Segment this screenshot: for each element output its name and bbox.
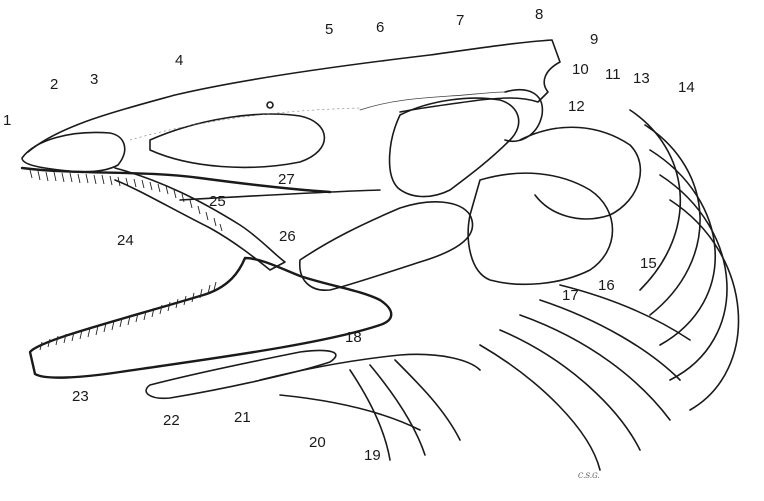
- label-7: 7: [456, 13, 464, 28]
- label-21: 21: [234, 410, 251, 425]
- label-20: 20: [309, 435, 326, 450]
- palatine-strut: [115, 168, 285, 270]
- label-4: 4: [175, 53, 183, 68]
- label-18: 18: [345, 330, 362, 345]
- label-8: 8: [535, 7, 543, 22]
- label-6: 6: [376, 20, 384, 35]
- label-11: 11: [605, 67, 621, 82]
- label-17: 17: [562, 288, 579, 303]
- label-15: 15: [640, 256, 657, 271]
- label-25: 25: [209, 194, 226, 209]
- label-2: 2: [50, 77, 58, 92]
- label-23: 23: [72, 389, 89, 404]
- upper-teeth: [30, 170, 222, 231]
- label-26: 26: [279, 229, 296, 244]
- label-5: 5: [325, 22, 333, 37]
- label-22: 22: [163, 413, 180, 428]
- urohyal: [280, 395, 420, 430]
- ceratohyal: [260, 354, 480, 380]
- label-19: 19: [364, 448, 381, 463]
- label-9: 9: [590, 32, 598, 47]
- label-3: 3: [90, 72, 98, 87]
- dentary-outline: [30, 258, 391, 378]
- orbit-outline: [150, 114, 324, 167]
- label-16: 16: [598, 278, 615, 293]
- label-12: 12: [568, 99, 585, 114]
- angular-bone: [146, 350, 336, 398]
- premaxilla-outline: [22, 132, 125, 171]
- label-27: 27: [278, 172, 295, 187]
- nostril: [267, 102, 273, 108]
- label-24: 24: [117, 233, 134, 248]
- label-1: 1: [3, 113, 11, 128]
- label-14: 14: [678, 80, 695, 95]
- cranium-outline: [28, 40, 560, 152]
- artist-mark: C.S.G.: [578, 472, 600, 480]
- label-13: 13: [633, 71, 650, 86]
- quadrate-outline: [300, 202, 473, 290]
- hyomandibular-outline: [390, 98, 519, 196]
- frontal-suture: [130, 108, 360, 140]
- operculum-outline: [468, 173, 612, 284]
- label-10: 10: [572, 62, 589, 77]
